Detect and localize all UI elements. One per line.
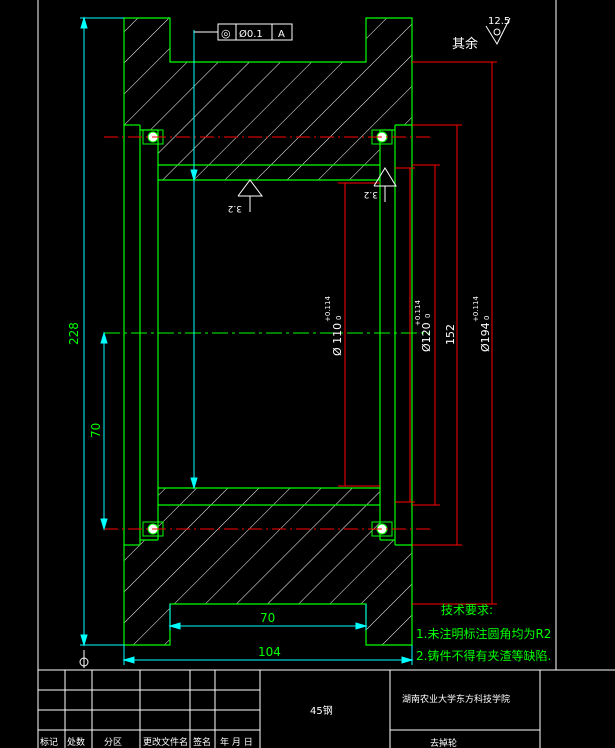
dim-outer-tol-low: 0 [483, 316, 491, 320]
dim-recess-tol-low: 0 [424, 314, 432, 318]
title-header-count: 处数 [67, 736, 85, 748]
tolerance-value: Ø0.1 [239, 28, 263, 40]
title-material: 45钢 [310, 704, 333, 717]
roughness-surface-right: 3.2 [364, 189, 378, 199]
dimension-lines [80, 16, 414, 665]
roughness-symbol-other [485, 17, 511, 46]
title-header-date: 年 月 日 [220, 736, 253, 748]
center-lines [104, 136, 430, 530]
dim-outer-tol: +0.114 [472, 296, 480, 322]
tolerance-datum: A [278, 29, 285, 40]
title-part-name: 去掉轮 [430, 737, 457, 748]
roughness-symbol-right [373, 167, 397, 202]
dim-flange: 152 [444, 324, 457, 345]
tolerance-symbol: ◎ [221, 27, 231, 40]
dim-outer: Ø194 [479, 322, 492, 352]
title-header-zone: 分区 [104, 737, 122, 748]
roughness-other-label: 其余 [452, 36, 478, 52]
tolerance-frame [194, 23, 293, 41]
bore-dimension-lines [338, 61, 497, 605]
dim-bore: Ø 110 [331, 323, 344, 356]
dim-width-total: 104 [258, 645, 281, 659]
datum-symbol [79, 650, 89, 668]
title-block [37, 669, 615, 748]
title-school: 湖南农业大学东方科技学院 [402, 693, 510, 705]
roughness-surface-left: 3.2 [228, 203, 242, 213]
dim-recess-tol: +0.114 [414, 300, 422, 326]
title-header-mark: 标记 [40, 736, 58, 748]
drawing-frame [37, 0, 557, 670]
dim-height-inner: 70 [89, 423, 103, 438]
title-header-sign: 签名 [193, 736, 211, 748]
dim-bore-tol-low: 0 [335, 316, 343, 320]
roughness-other-value: 12.5 [488, 16, 510, 27]
roughness-symbol-left [237, 179, 263, 212]
tech-requirements-line1: 1.未注明标注圆角均为R2 [416, 626, 551, 641]
title-header-file: 更改文件名 [143, 736, 188, 748]
section-hatch [124, 18, 412, 645]
tech-requirements-line2: 2.铸件不得有夹渣等缺陷. [416, 648, 551, 663]
dim-height-total: 228 [67, 322, 81, 345]
dim-recess: Ø120 [420, 322, 433, 352]
dim-width-groove: 70 [260, 611, 275, 625]
dim-bore-tol: +0.114 [324, 296, 332, 322]
tech-requirements-title: 技术要求: [441, 603, 493, 617]
